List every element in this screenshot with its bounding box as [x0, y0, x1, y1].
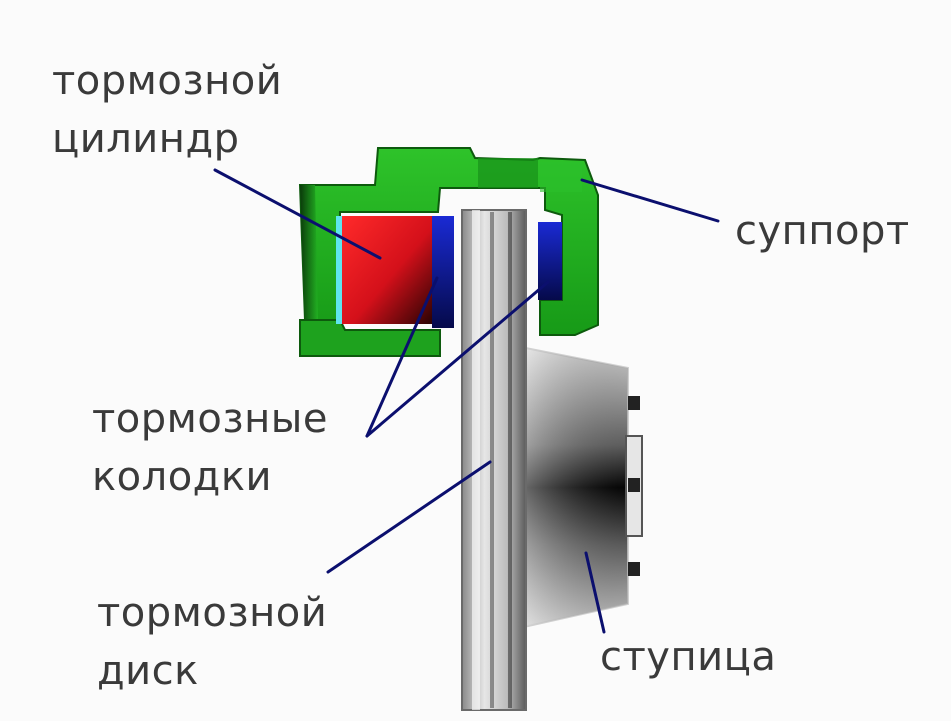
leader-line-pads-inner	[365, 276, 439, 438]
label-hub-text: ступица	[600, 634, 777, 680]
label-brake-cylinder: тормозной цилиндр	[52, 52, 282, 168]
label-brake-pads-line2: колодки	[92, 454, 272, 500]
hub-bolt	[628, 562, 640, 576]
label-brake-cylinder-line1: тормозной	[52, 58, 283, 104]
brake-disc	[461, 209, 527, 711]
label-brake-pads-line1: тормозные	[92, 396, 328, 442]
leader-line-disc	[326, 460, 492, 574]
hub-bolt	[628, 396, 640, 410]
label-brake-disc-line2: диск	[97, 648, 199, 694]
label-brake-cylinder-line2: цилиндр	[52, 116, 240, 162]
brake-pad-inner	[432, 216, 454, 328]
hub-bolt	[628, 478, 640, 492]
cylinder-bore	[336, 216, 342, 324]
leader-line-cylinder	[213, 168, 382, 260]
label-hub: ступица	[600, 628, 776, 686]
leader-line-hub	[584, 551, 606, 634]
label-brake-pads: тормозные колодки	[92, 390, 328, 506]
label-brake-disc-line1: тормозной	[97, 590, 328, 636]
label-caliper-text: суппорт	[735, 208, 910, 254]
hub	[509, 343, 643, 632]
brake-cylinder-piston	[342, 216, 432, 324]
leader-line-caliper	[580, 178, 720, 223]
label-caliper: суппорт	[735, 202, 910, 260]
label-brake-disc: тормозной диск	[97, 584, 327, 700]
leader-line-pads-outer	[365, 280, 550, 438]
